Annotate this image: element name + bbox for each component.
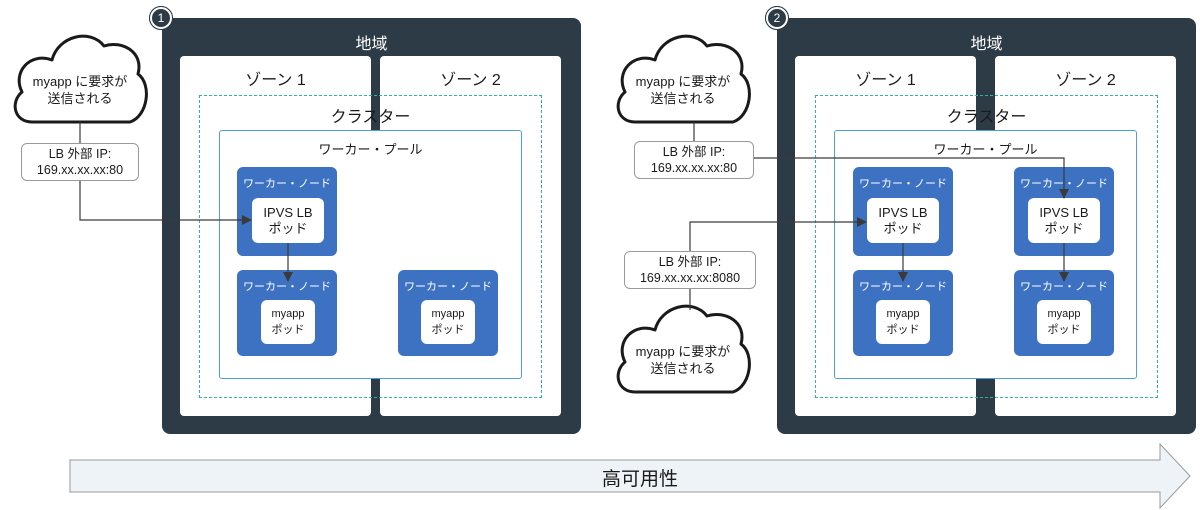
pod-label: ポッド — [1047, 324, 1081, 336]
pod-name: myapp — [271, 308, 305, 320]
pod-label: ポッド — [431, 324, 465, 336]
step-badge: 1 — [150, 7, 172, 29]
cluster — [815, 95, 1158, 398]
zone-1-title: ゾーン 1 — [855, 72, 916, 89]
cloud-icon — [13, 34, 148, 124]
cloud-line-2: 送信される — [650, 361, 716, 376]
cloud-line-1: myapp に要求が — [635, 344, 731, 359]
pod-label: ポッド — [271, 324, 305, 336]
lb-external-ip: LB 外部 IP: 169.xx.xx.xx:8080 — [624, 251, 756, 289]
connector-arrow — [79, 181, 252, 225]
zone-2-title: ゾーン 2 — [1055, 72, 1116, 89]
cloud-line-2: 送信される — [47, 91, 113, 106]
request-cloud-text: myapp に要求が 送信される — [18, 66, 142, 114]
region-title: 地域 — [355, 36, 388, 53]
worker-node-title: ワーカー・ノード — [243, 178, 331, 190]
cloud-line-2: 送信される — [650, 91, 716, 106]
worker-node-title: ワーカー・ノード — [1020, 281, 1108, 293]
request-cloud-text: myapp に要求が 送信される — [621, 336, 745, 384]
pod-label: ポッド — [883, 220, 923, 236]
pod-name: IPVS LB — [263, 204, 313, 220]
high-availability-arrow — [69, 442, 1191, 510]
zone-1-title: ゾーン 1 — [245, 72, 306, 89]
request-cloud-text: myapp に要求が 送信される — [621, 66, 745, 114]
pod-name: myapp — [1047, 308, 1081, 320]
worker-node-title: ワーカー・ノード — [859, 178, 947, 190]
worker-node-title: ワーカー・ノード — [404, 281, 492, 293]
ip-address: 169.xx.xx.xx:80 — [650, 161, 738, 175]
pod-label: ポッド — [268, 220, 308, 236]
lb-external-ip: LB 外部 IP: 169.xx.xx.xx:80 — [21, 143, 139, 181]
high-availability-label: 高可用性 — [601, 469, 678, 490]
cloud-icon — [616, 34, 751, 124]
region-title: 地域 — [970, 36, 1003, 53]
pod-name: myapp — [886, 308, 920, 320]
pod-label: ポッド — [1044, 220, 1084, 236]
ipvs-lb-pod: IPVS LB ポッド — [1028, 198, 1100, 243]
cluster — [199, 95, 542, 398]
connector-arrow — [689, 217, 867, 251]
ip-label: LB 外部 IP: — [658, 255, 722, 269]
ip-label: LB 外部 IP: — [662, 145, 726, 159]
pod-label: ポッド — [886, 324, 920, 336]
cloud-line-1: myapp に要求が — [32, 74, 128, 89]
connector-arrow — [754, 157, 1069, 199]
ip-address: 169.xx.xx.xx:80 — [36, 163, 124, 177]
worker-pool-title: ワーカー・プール — [933, 142, 1038, 157]
worker-node-title: ワーカー・ノード — [859, 281, 947, 293]
myapp-pod: myapp ポッド — [421, 300, 475, 344]
ip-label: LB 外部 IP: — [48, 147, 112, 161]
cluster-title: クラスター — [946, 109, 1027, 126]
zone-2-title: ゾーン 2 — [440, 72, 501, 89]
cloud-icon — [616, 304, 751, 394]
pod-name: IPVS LB — [1039, 204, 1089, 220]
ipvs-lb-pod: IPVS LB ポッド — [867, 198, 939, 243]
worker-node-title: ワーカー・ノード — [243, 281, 331, 293]
pod-name: IPVS LB — [878, 204, 928, 220]
step-badge: 2 — [766, 7, 788, 29]
ipvs-lb-pod: IPVS LB ポッド — [252, 198, 324, 243]
myapp-pod: myapp ポッド — [876, 300, 930, 344]
lb-external-ip: LB 外部 IP: 169.xx.xx.xx:80 — [634, 141, 754, 179]
ip-address: 169.xx.xx.xx:8080 — [639, 271, 741, 285]
cloud-line-1: myapp に要求が — [635, 74, 731, 89]
pod-name: myapp — [431, 308, 465, 320]
cluster-title: クラスター — [330, 109, 411, 126]
myapp-pod: myapp ポッド — [261, 300, 315, 344]
myapp-pod: myapp ポッド — [1037, 300, 1091, 344]
worker-pool-title: ワーカー・プール — [318, 142, 423, 157]
